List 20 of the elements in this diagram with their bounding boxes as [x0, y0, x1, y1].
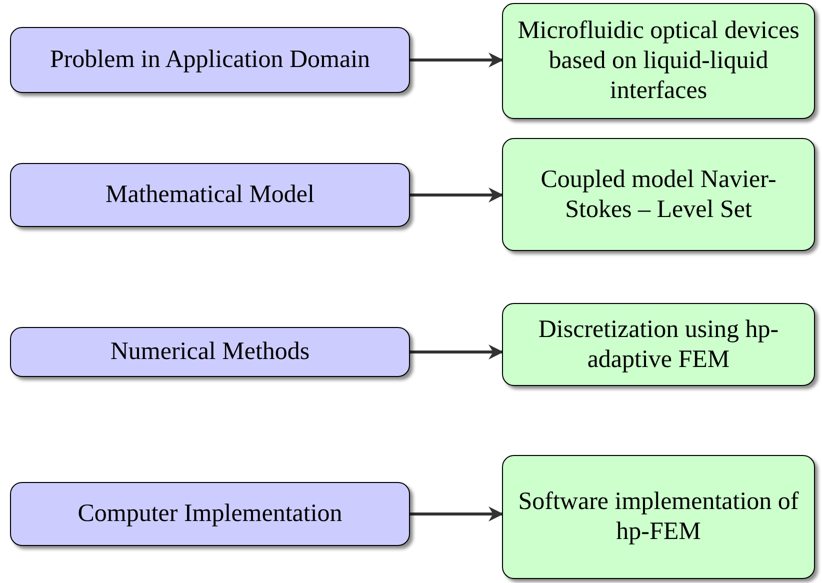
box-text: Discretization using hp-adaptive FEM — [537, 314, 780, 374]
box-text: Problem in Application Domain — [50, 45, 370, 75]
step-box — [10, 27, 410, 93]
detail-box — [502, 455, 815, 579]
box-text: Computer Implementation — [78, 499, 342, 529]
detail-box — [502, 303, 815, 386]
box-text: Software implementation of hp-FEM — [517, 487, 800, 547]
step-box — [10, 163, 410, 227]
step-box — [10, 482, 410, 546]
arrow — [410, 344, 504, 360]
step-box — [10, 327, 410, 377]
arrow — [410, 188, 504, 202]
arrow — [410, 506, 504, 522]
box-text: Mathematical Model — [106, 180, 314, 210]
detail-box — [502, 138, 815, 251]
box-text: Numerical Methods — [110, 337, 310, 367]
detail-box — [502, 3, 815, 119]
box-text: Microfluidic optical devices based on liquid-liquid interfaces — [516, 16, 800, 106]
box-text: Coupled model Navier-Stokes – Level Set — [540, 164, 778, 224]
arrow — [410, 52, 504, 68]
